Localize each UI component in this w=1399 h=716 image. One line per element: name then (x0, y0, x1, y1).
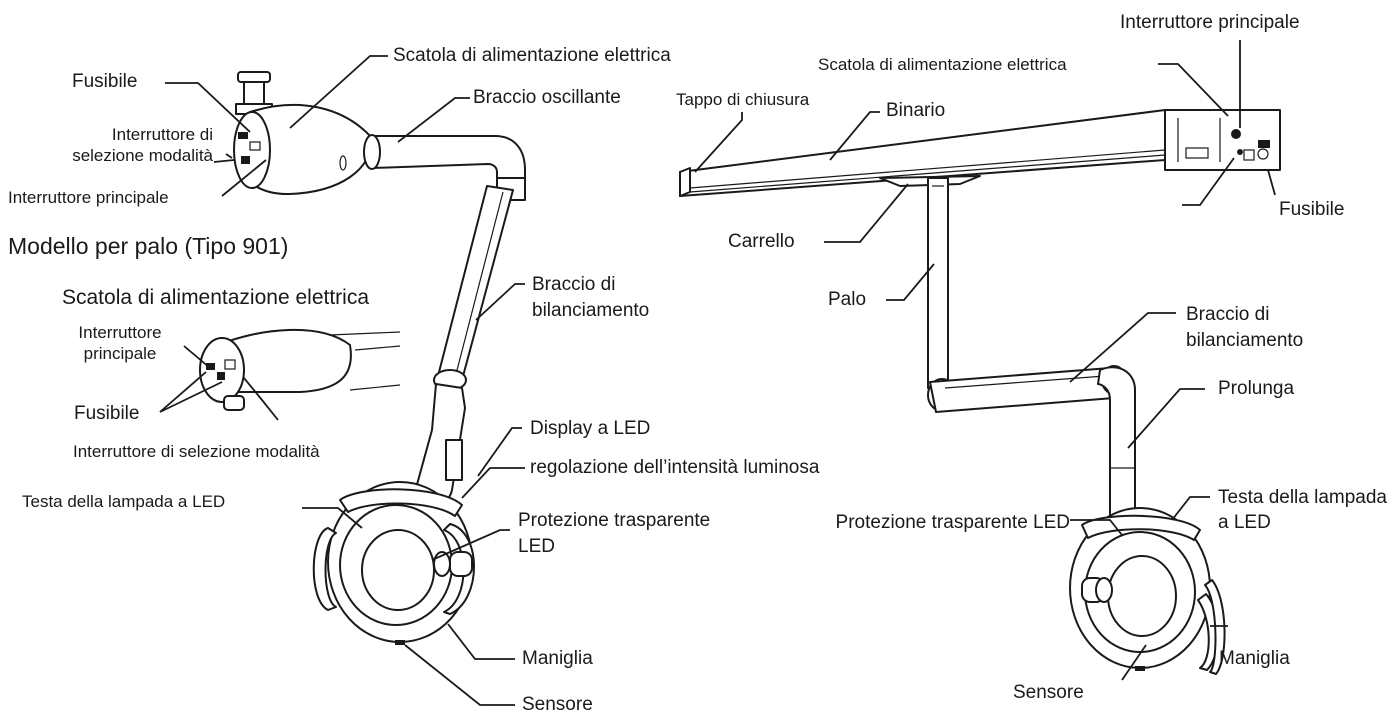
ceiling-extension-label: Prolunga (1218, 378, 1295, 399)
ceiling-trolley-label: Carrello (728, 231, 795, 252)
leader-lines (159, 40, 1276, 706)
ceiling-sensor-label: Sensore (1013, 682, 1084, 703)
wall-lamp-head (312, 481, 475, 645)
ceiling-led-cover-label: Protezione trasparente LED (835, 512, 1070, 533)
pole-main-switch-label: Interruttore principale (78, 323, 162, 363)
wall-mode-switch-text: Interruttore di selezione modalità (72, 125, 213, 165)
ceiling-rail-label: Binario (886, 100, 946, 121)
ceiling-main-switch-label: Interruttore principale (1120, 12, 1300, 33)
ceiling-handle-label: Maniglia (1219, 648, 1290, 669)
ceiling-lamp-head-label: Testa della lampada a LED (1218, 487, 1387, 533)
wall-swing-arm-label: Braccio oscillante (473, 87, 621, 108)
pole-power-box (199, 329, 401, 411)
ceiling-power-box-label: Scatola di alimentazione elettrica (818, 55, 1067, 74)
wall-led-cover-label: Protezione trasparente LED (518, 510, 711, 557)
pole-mode-switch-label: Interruttore di selezione modalità (73, 442, 320, 461)
wall-mode-switch-label: Interruttore di selezione modalità (5, 124, 213, 166)
wall-fuse-label: Fusibile (72, 71, 138, 92)
wall-handle-label: Maniglia (522, 648, 593, 669)
ceiling-pole-label: Palo (828, 289, 867, 310)
wall-balance-arm-label: Braccio di bilanciamento (532, 274, 650, 321)
wall-led-display-label: Display a LED (530, 418, 651, 439)
wall-power-box-label: Scatola di alimentazione elettrica (393, 45, 671, 66)
wall-main-switch-label: Interruttore principale (8, 188, 169, 207)
pole-fuse-label: Fusibile (74, 403, 140, 424)
pole-power-box-label: Scatola di alimentazione elettrica (62, 286, 370, 309)
ceiling-lamp-head (1069, 507, 1226, 675)
wall-intensity-label: regolazione dell’intensità luminosa (530, 457, 820, 478)
ceiling-rail (679, 109, 1281, 197)
pole-model-title: Modello per palo (Tipo 901) (8, 233, 289, 259)
ceiling-pole (879, 175, 1127, 413)
wall-sensor-label: Sensore (522, 694, 593, 715)
ceiling-fuse-label: Fusibile (1279, 199, 1345, 220)
wall-swing-arm (363, 134, 526, 511)
ceiling-end-cap-label: Tappo di chiusura (676, 90, 810, 109)
wall-power-box (233, 71, 373, 196)
ceiling-balance-arm-label: Braccio di bilanciamento (1186, 304, 1304, 351)
wall-lamp-head-label: Testa della lampada a LED (22, 492, 226, 511)
